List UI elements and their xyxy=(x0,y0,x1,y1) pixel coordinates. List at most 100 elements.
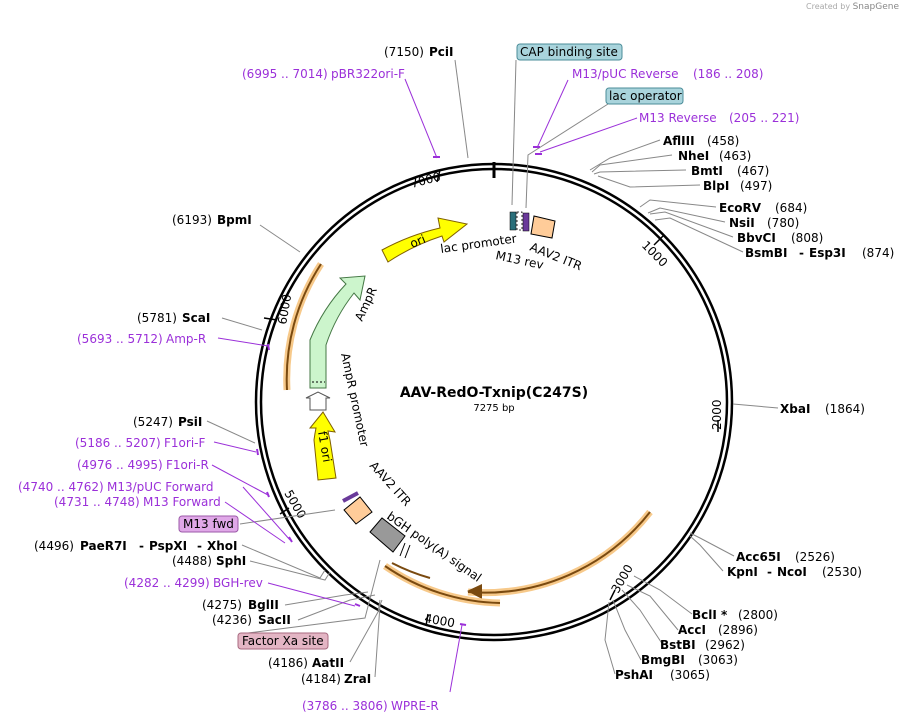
aav2-itr-bottom-label: AAV2 ITR xyxy=(367,459,414,509)
enz-afliii-pos: (458) xyxy=(707,134,739,148)
enz-scai-pos: (5781) xyxy=(137,311,177,325)
enz-kpni[interactable]: KpnI xyxy=(727,565,758,579)
enz-acci[interactable]: AccI xyxy=(678,623,706,637)
enz-nsii[interactable]: NsiI xyxy=(729,216,755,230)
enz-nhei[interactable]: NheI xyxy=(678,149,709,163)
primer-f1ori-r-range: (4976 .. 4995) xyxy=(77,458,163,472)
cap-binding-site-tag[interactable] xyxy=(516,43,623,61)
line-nsii xyxy=(647,207,726,223)
enz-bstbi[interactable]: BstBI xyxy=(660,638,696,652)
enz-afliii[interactable]: AflIII xyxy=(663,134,695,148)
enz-bpmi[interactable]: BpmI xyxy=(217,213,252,227)
aav2-itr-top-box[interactable] xyxy=(530,215,556,239)
bgh-box[interactable] xyxy=(369,517,406,553)
pmark-m13puc-fwd xyxy=(288,536,293,543)
line-zrai xyxy=(374,599,383,678)
pline-m13puc-fwd xyxy=(242,486,291,541)
enz-esp3i[interactable]: Esp3I xyxy=(809,246,846,260)
primer-m13puc-rev[interactable]: M13/pUC Reverse xyxy=(572,67,679,81)
line-pcii xyxy=(454,59,469,159)
ampr-arrow[interactable] xyxy=(309,275,366,389)
enz-xbai[interactable]: XbaI xyxy=(780,402,810,416)
line-lacop xyxy=(525,103,609,209)
primer-m13puc-fwd[interactable]: M13/pUC Forward xyxy=(107,480,214,494)
primer-amp-r-range: (5693 .. 5712) xyxy=(77,332,163,346)
pmark-f1ori-r xyxy=(266,491,270,498)
enz-bglii[interactable]: BglII xyxy=(248,598,279,612)
aav2-itr-bottom-box[interactable] xyxy=(343,496,373,525)
plasmid-name: AAV-RedO-Txnip(C247S) xyxy=(400,385,588,401)
enz-bsmbi-sep: - xyxy=(799,246,804,260)
m13-fwd-text: M13 fwd xyxy=(183,517,234,531)
primer-m13-fwd-range: (4731 .. 4748) xyxy=(54,495,140,509)
enz-zrai-pos: (4184) xyxy=(301,672,341,686)
enz-pshai[interactable]: PshAI xyxy=(615,668,653,682)
line-bmti xyxy=(593,169,687,175)
f1-ori-arrow[interactable] xyxy=(308,411,337,481)
enz-sacii[interactable]: SacII xyxy=(258,613,291,627)
primer-m13-fwd[interactable]: M13 Forward xyxy=(143,495,221,509)
line-bstbi xyxy=(621,589,664,646)
ori-arrow[interactable] xyxy=(381,217,469,263)
enz-bmgbi[interactable]: BmgBI xyxy=(641,653,685,667)
enz-aatii[interactable]: AatII xyxy=(312,656,344,670)
line-bsmbi xyxy=(654,217,744,253)
ampr-promoter-label: AmpR promoter xyxy=(338,352,372,448)
enz-zrai[interactable]: ZraI xyxy=(344,672,371,686)
enz-bstbi-pos: (2962) xyxy=(705,638,745,652)
ampr-promoter-arrow[interactable] xyxy=(305,391,331,411)
primer-m13-rev[interactable]: M13 Reverse xyxy=(639,111,717,125)
enz-sphi-pos: (4488) xyxy=(172,554,212,568)
line-xbai xyxy=(732,403,779,409)
enz-bbvci-pos: (808) xyxy=(791,231,823,245)
enz-ncoi[interactable]: NcoI xyxy=(777,565,807,579)
orf-arc-right xyxy=(467,511,651,594)
m13-fwd-box[interactable] xyxy=(342,491,359,503)
enz-ecorv[interactable]: EcoRV xyxy=(719,201,762,215)
primer-pbr322[interactable]: pBR322ori-F xyxy=(331,67,405,81)
primer-bgh-rev[interactable]: BGH-rev xyxy=(213,576,263,590)
enz-xhoi[interactable]: XhoI xyxy=(207,539,238,553)
pmark-f1ori-f xyxy=(256,448,259,456)
line-sacii xyxy=(297,594,376,621)
enz-bcli[interactable]: BclI * xyxy=(692,608,728,622)
enz-pcii[interactable]: PciI xyxy=(429,45,454,59)
line-pshai xyxy=(604,601,616,675)
primer-f1ori-f[interactable]: F1ori-F xyxy=(164,436,205,450)
enz-ecorv-pos: (684) xyxy=(775,201,807,215)
cap-binding-site-box[interactable] xyxy=(509,211,517,231)
enz-bsmbi[interactable]: BsmBI xyxy=(745,246,787,260)
enz-scai[interactable]: ScaI xyxy=(182,311,210,325)
orf-arc-bottom-inner xyxy=(391,562,431,579)
factor-xa-tag[interactable] xyxy=(237,632,329,650)
m13-fwd-tag[interactable] xyxy=(178,515,239,533)
enz-acci-pos: (2896) xyxy=(718,623,758,637)
line-bbvci xyxy=(649,211,734,238)
primer-wpre-r[interactable]: WPRE-R xyxy=(391,699,439,713)
primer-f1ori-r[interactable]: F1ori-R xyxy=(166,458,209,472)
lac-operator-text: lac operator xyxy=(609,89,682,103)
lac-promoter-box[interactable] xyxy=(516,211,523,231)
enz-bbvci[interactable]: BbvCI xyxy=(737,231,776,245)
enz-bmti[interactable]: BmtI xyxy=(691,164,723,178)
primer-wpre-r-range: (3786 .. 3806) xyxy=(302,699,388,713)
line-m13fwd xyxy=(239,509,336,525)
lac-operator-tag[interactable] xyxy=(605,87,684,105)
enz-blpi-pos: (497) xyxy=(740,179,772,193)
primer-amp-r[interactable]: Amp-R xyxy=(166,332,206,346)
ori-label: ori xyxy=(408,232,428,251)
tick-mark-5000 xyxy=(279,507,290,515)
enz-acc65i[interactable]: Acc65I xyxy=(736,550,781,564)
enz-acc65i-pos: (2526) xyxy=(795,550,835,564)
enz-pspxi[interactable]: PspXI xyxy=(149,539,187,553)
enz-sphi[interactable]: SphI xyxy=(216,554,246,568)
lac-operator-box[interactable] xyxy=(522,212,530,232)
bgh-marker-1 xyxy=(404,544,411,559)
tick-mark-1000 xyxy=(653,235,664,246)
line-bglii xyxy=(284,591,369,606)
enz-psii[interactable]: PsiI xyxy=(178,415,202,429)
line-sphi xyxy=(249,560,331,581)
enz-blpi[interactable]: BlpI xyxy=(703,179,729,193)
enz-paer7i[interactable]: PaeR7I xyxy=(80,539,127,553)
tick-mark-7000 xyxy=(436,169,441,183)
